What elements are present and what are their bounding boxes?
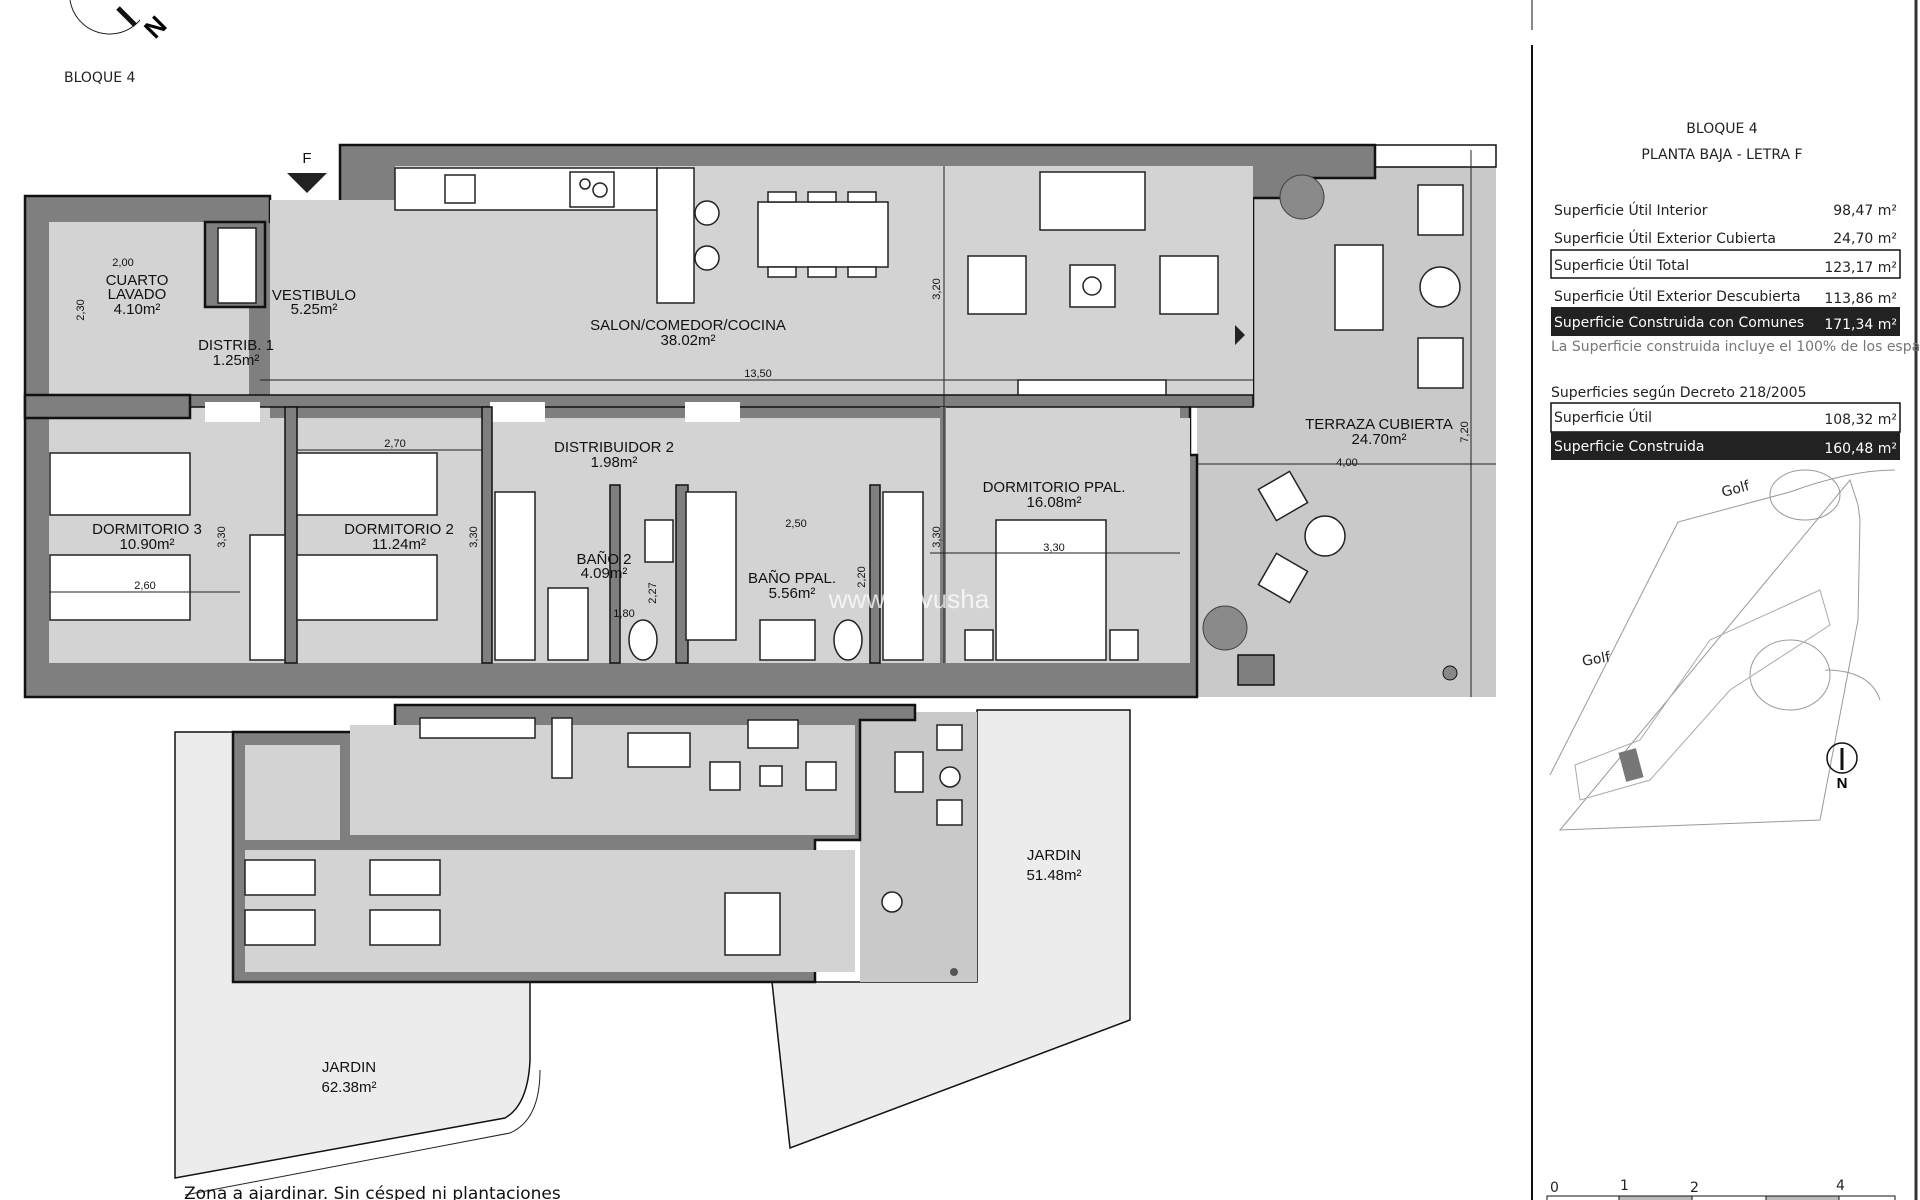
row-value: 123,17 m² [1824,260,1897,276]
room-vestibulo-area: 5.25m² [291,301,338,318]
decree-row-value: 108,32 m² [1824,412,1897,428]
panel-note: La Superficie construida incluye el 100%… [1551,339,1920,355]
decree-row-label: Superficie Útil [1554,408,1652,426]
room-terraza-name: TERRAZA CUBIERTA [1305,416,1453,433]
dim-dorm-ppal-width: 3,30 [1043,542,1064,554]
north-arrow-icon: N [69,0,172,44]
dim-terraza-width: 4,00 [1336,457,1357,469]
dim-dorm3-width: 2,60 [134,580,155,592]
room-salon-area: 38.02m² [660,332,715,349]
room-dormitorio3-name: DORMITORIO 3 [92,521,202,538]
room-distribuidor2-name: DISTRIBUIDOR 2 [554,439,674,456]
row-label: Superficie Útil Interior [1554,201,1708,219]
decree-row-value: 160,48 m² [1824,441,1897,457]
lower-floor-plan [174,703,1131,1196]
room-dormitorio-ppal-area: 16.08m² [1026,494,1081,511]
scale-bar: 0 1 2 4 [1546,1178,1896,1200]
watermark: www.novusha [828,584,990,614]
room-bano-ppal-name: BAÑO PPAL. [748,570,836,587]
compass-north-label: N [1837,775,1848,792]
room-terraza-area: 24.70m² [1351,431,1406,448]
scale-tick: 4 [1836,1178,1845,1194]
golf-label-1: Golf [1720,478,1752,501]
room-bano-ppal-area: 5.56m² [769,585,816,602]
entrance-letter: F [302,150,311,167]
dim-dorm2-width: 2,70 [384,438,405,450]
golf-label-2: Golf [1581,649,1613,670]
row-label: Superficie Útil Exterior Descubierta [1554,287,1801,305]
panel-title: BLOQUE 4 [1686,121,1757,137]
compass-north-icon: N [1826,742,1858,792]
dim-dorm2-depth: 3,30 [468,526,480,547]
main-floor-plan [23,143,1497,699]
dim-bano-ppal-width: 2,50 [785,518,806,530]
row-label: Superficie Construida con Comunes [1554,315,1804,331]
row-value: 24,70 m² [1833,231,1897,247]
dimension-labels: 2,00 2,30 13,50 3,20 2,60 3,30 2,70 3,30… [75,257,1471,620]
dim-lavado-depth: 2,30 [75,299,87,320]
room-distrib1-name: DISTRIB. 1 [198,337,274,354]
decree-title: Superficies según Decreto 218/2005 [1551,385,1807,401]
room-dormitorio2-name: DORMITORIO 2 [344,521,454,538]
room-salon-name: SALON/COMEDOR/COCINA [590,317,786,334]
decree-row-label: Superficie Construida [1554,439,1704,455]
garden-note: Zona a ajardinar. Sin césped ni plantaci… [184,1184,561,1200]
room-dormitorio2-area: 11.24m² [372,536,426,553]
room-cuarto-lavado-name2: LAVADO [108,286,167,303]
room-dormitorio3-area: 10.90m² [119,536,174,553]
dim-dorm3-depth: 3,30 [216,526,228,547]
site-map: Golf Golf N [1549,469,1896,831]
dim-bano2-width: 1,80 [613,608,634,620]
highlighted-block [1618,748,1644,782]
row-label: Superficie Útil Total [1554,256,1689,274]
north-label: N [138,10,172,44]
room-vestibulo-name: VESTIBULO [272,287,356,304]
dim-salon-depth: 3,20 [931,278,943,299]
scale-tick: 2 [1690,1180,1699,1196]
dim-terraza-depth: 7,20 [1459,421,1471,442]
room-bano2-name: BAÑO 2 [576,551,631,568]
row-label: Superficie Útil Exterior Cubierta [1554,229,1776,247]
room-dormitorio-ppal-name: DORMITORIO PPAL. [983,479,1126,496]
scale-tick: 1 [1620,1178,1629,1194]
dim-bano-ppal-depth: 2,20 [856,566,868,587]
row-value: 113,86 m² [1824,291,1897,307]
row-value: 171,34 m² [1824,317,1897,333]
block-label: BLOQUE 4 [64,70,135,86]
dim-salon-length: 13,50 [744,368,772,380]
dim-lavado-width: 2,00 [112,257,133,269]
dim-bano2-depth: 2,27 [647,582,659,603]
panel-subtitle: PLANTA BAJA - LETRA F [1641,147,1802,163]
room-labels: CUARTO LAVADO 4.10m² VESTIBULO 5.25m² DI… [92,150,1453,1096]
info-panel: BLOQUE 4 PLANTA BAJA - LETRA F Superfici… [1531,0,1920,1200]
room-jardin-left-name: JARDIN [322,1059,376,1076]
room-jardin-right-name: JARDIN [1027,847,1081,864]
room-bano2-area: 4.09m² [581,565,628,582]
scale-tick: 0 [1550,1180,1559,1196]
row-value: 98,47 m² [1833,203,1897,219]
room-jardin-left-area: 62.38m² [321,1079,376,1096]
room-jardin-right-area: 51.48m² [1026,867,1081,884]
room-distrib1-area: 1.25m² [213,352,260,369]
dim-dorm-ppal-depth: 3,30 [931,526,943,547]
room-distribuidor2-area: 1.98m² [591,454,638,471]
room-cuarto-lavado-name1: CUARTO [106,272,169,289]
room-cuarto-lavado-area: 4.10m² [114,301,161,318]
